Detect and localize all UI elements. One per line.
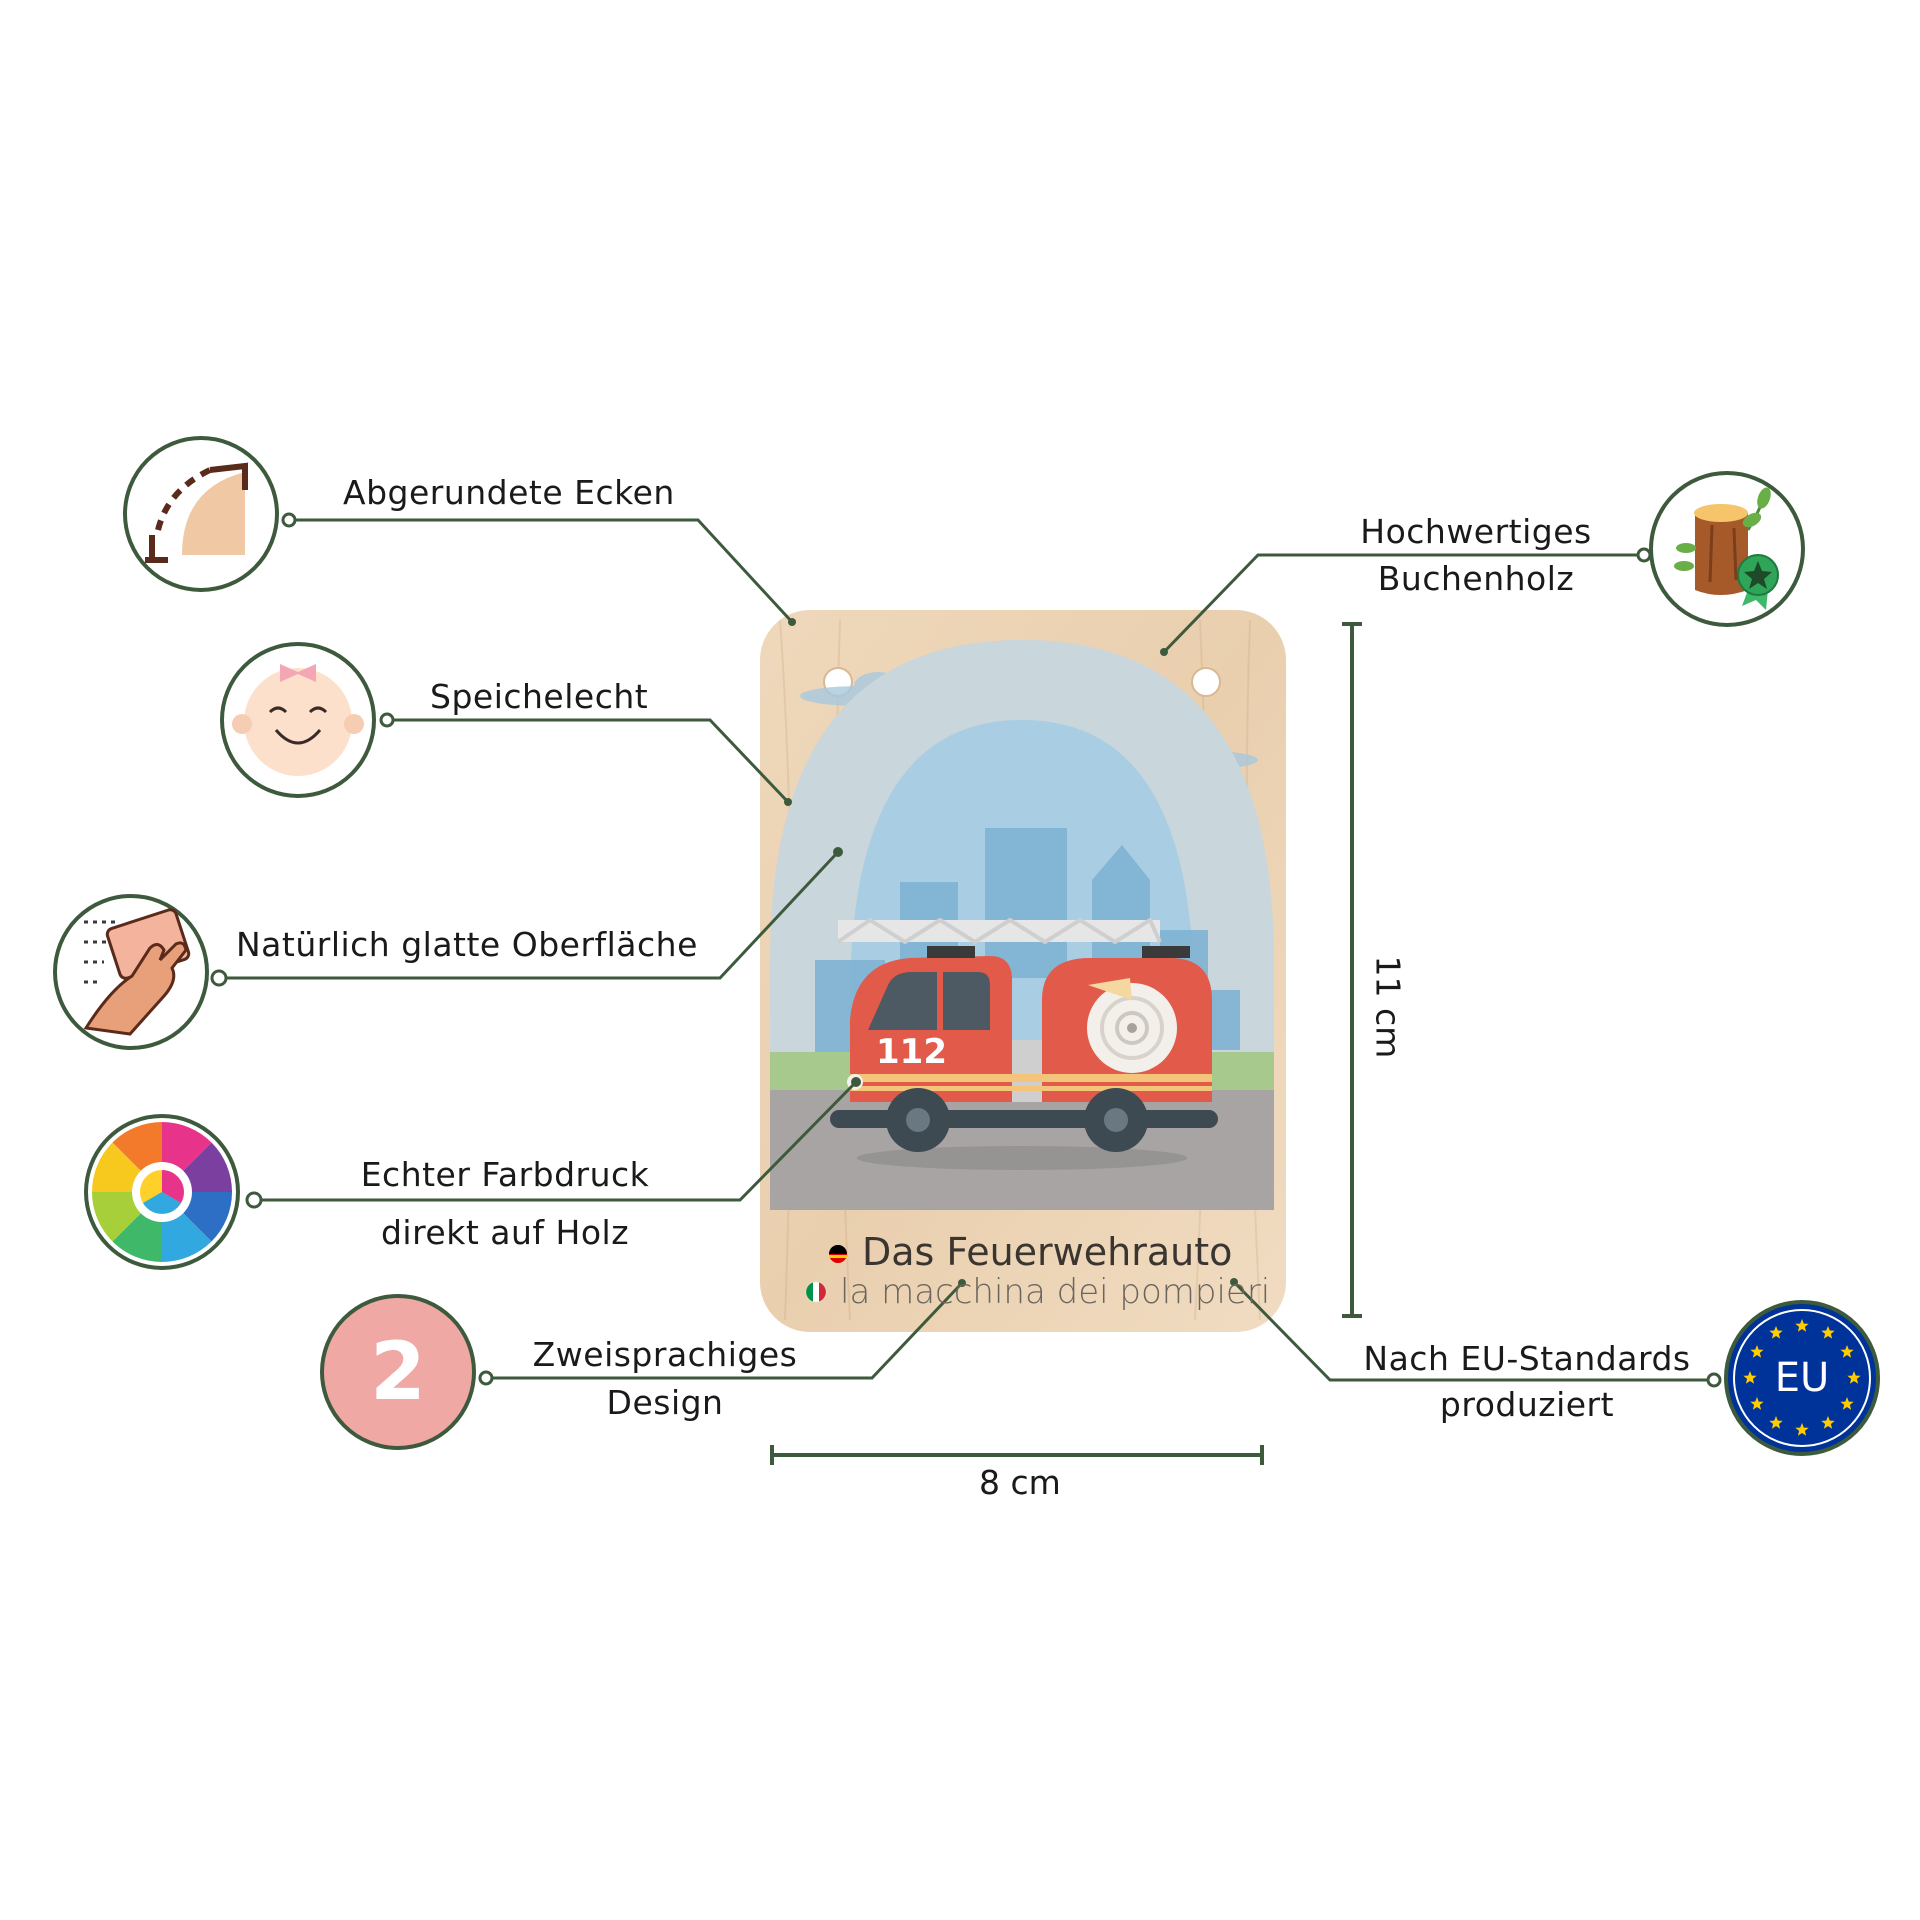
eu-star xyxy=(1743,1371,1757,1384)
feature-bilingual-label-2: Design xyxy=(606,1383,724,1422)
feature-rounded-corners-label: Abgerundete Ecken xyxy=(343,473,675,512)
eu-star xyxy=(1769,1416,1783,1429)
feature-color-print-label-1: Echter Farbdruck xyxy=(360,1155,650,1194)
eu-star xyxy=(1840,1397,1854,1410)
number-two-icon xyxy=(320,1294,476,1450)
eu-star xyxy=(1750,1345,1764,1358)
width-dimension-label: 8 cm xyxy=(979,1463,1061,1502)
feature-beech-wood-label-1: Hochwertiges xyxy=(1360,512,1592,551)
feature-saliva-proof-label: Speichelecht xyxy=(430,677,649,716)
feature-beech-wood-label-2: Buchenholz xyxy=(1377,559,1575,598)
wiping-hand-icon xyxy=(53,894,209,1050)
truck-number: 112 xyxy=(876,1032,947,1072)
feature-smooth-surface-label: Natürlich glatte Oberfläche xyxy=(236,925,698,964)
eu-star xyxy=(1840,1345,1854,1358)
wooden-card xyxy=(760,610,1286,1332)
connector-rings xyxy=(210,512,1722,1388)
eu-star xyxy=(1847,1371,1861,1384)
height-dimension-label: 11 cm xyxy=(1368,955,1408,1059)
feature-eu-standards-label-2: produziert xyxy=(1439,1385,1615,1424)
connector-lines xyxy=(220,518,1714,1465)
eu-badge-text: EU xyxy=(1774,1355,1830,1401)
feature-bilingual-label-1: Zweisprachiges xyxy=(532,1335,798,1374)
feature-color-print-label-2: direkt auf Holz xyxy=(380,1213,630,1252)
scene xyxy=(770,640,1274,1210)
hole-right xyxy=(1191,667,1221,697)
eu-star xyxy=(1821,1416,1835,1429)
color-wheel-icon xyxy=(84,1114,240,1270)
fire-truck-illustration xyxy=(830,917,1218,1152)
bilingual-badge-number: 2 xyxy=(370,1325,426,1418)
eu-star xyxy=(1769,1326,1783,1339)
card-title-german: Das Feuerwehrauto xyxy=(862,1230,1233,1274)
italian-flag-icon xyxy=(805,1281,827,1303)
eu-star xyxy=(1795,1319,1809,1332)
eu-star xyxy=(1821,1326,1835,1339)
rounded-corner-icon xyxy=(123,436,279,592)
german-flag-icon xyxy=(829,1245,847,1263)
feature-eu-standards-label-1: Nach EU-Standards xyxy=(1363,1339,1691,1378)
eu-star xyxy=(1750,1397,1764,1410)
card-title-italian: la macchina dei pompieri xyxy=(840,1272,1271,1312)
eu-star xyxy=(1795,1423,1809,1436)
baby-face-icon xyxy=(220,642,376,798)
tree-trunk-icon xyxy=(1649,471,1805,627)
eu-flag-icon xyxy=(1724,1300,1880,1456)
connector-dots xyxy=(784,618,1238,1287)
